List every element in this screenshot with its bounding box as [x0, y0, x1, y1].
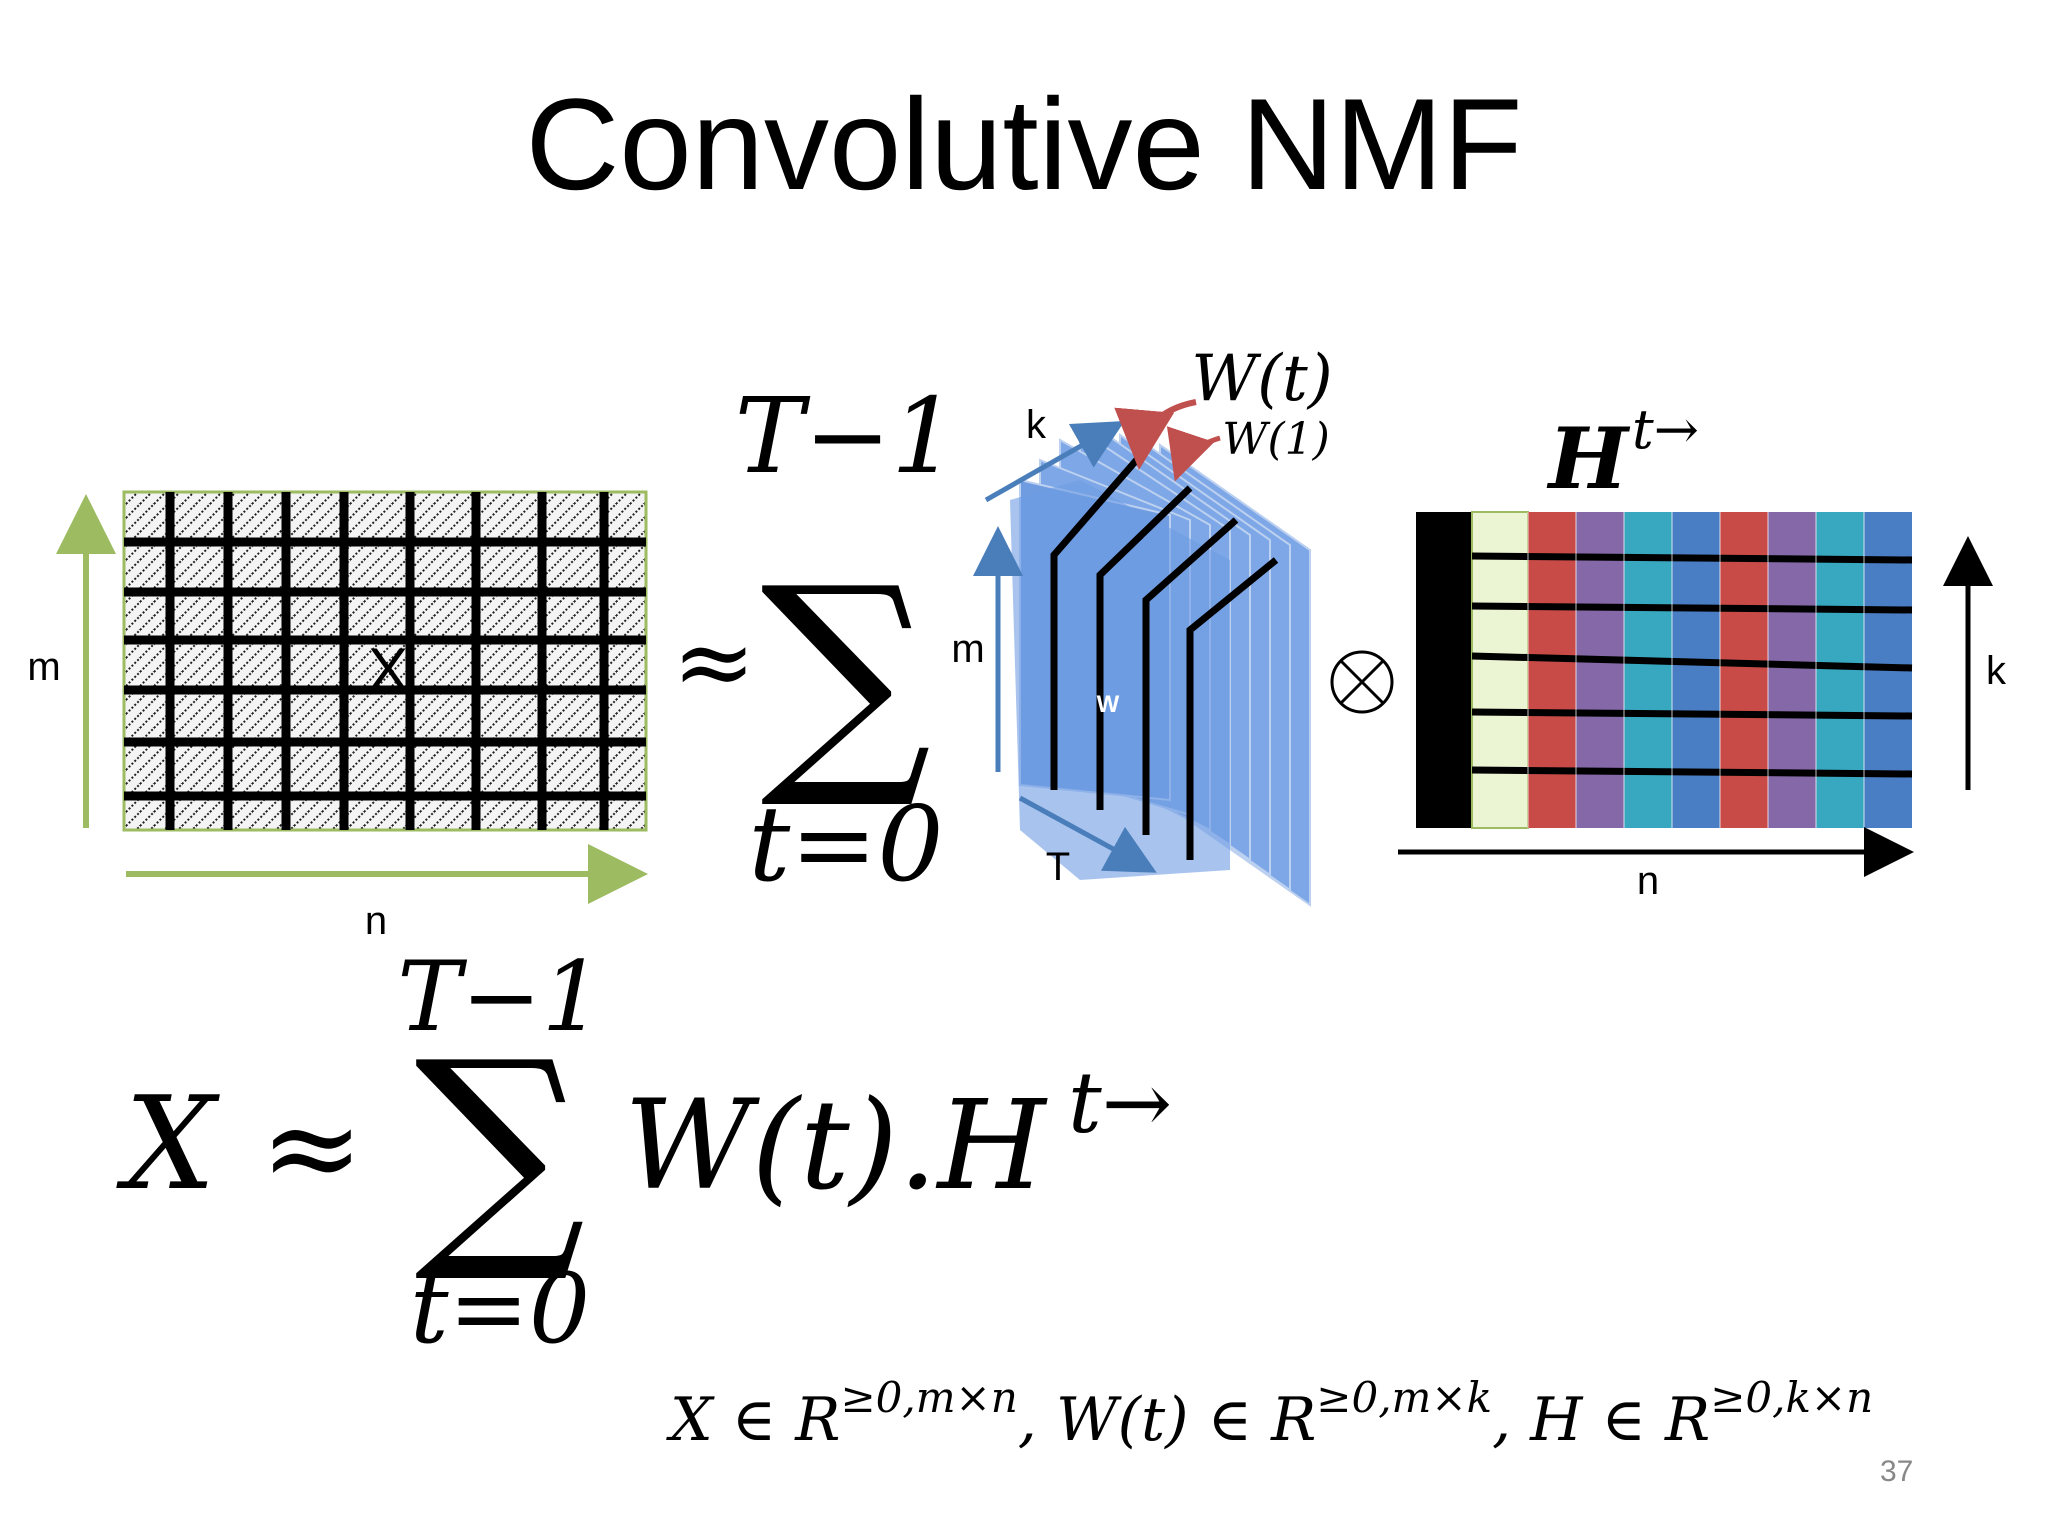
equation-term: W(t).H	[624, 1074, 1048, 1218]
constraint-h-sup: ≥0,k×n	[1710, 1373, 1873, 1422]
main-equation: X ≈ T−1 ∑ t=0 W(t).H t→	[115, 941, 1172, 1365]
equation-approx: ≈	[260, 1076, 364, 1220]
w-m-label: m	[951, 627, 984, 671]
constraint-w: , W(t) ∈ R	[1018, 1385, 1316, 1455]
h-matrix-label: H	[1547, 409, 1631, 508]
slide-number: 37	[1880, 1455, 1913, 1489]
constraint-w-sup: ≥0,m×k	[1316, 1373, 1492, 1422]
w-tensor-label: W	[1097, 691, 1120, 718]
w-t-callout: W(t)	[1191, 342, 1332, 416]
x-matrix-label: X	[368, 636, 408, 703]
w-tensor: W	[1010, 430, 1310, 905]
x-matrix: X	[124, 492, 646, 830]
h-matrix	[1416, 512, 1912, 828]
diagram-sum-symbol: ∑	[760, 535, 931, 815]
diagram-sum-lower: t=0	[748, 783, 943, 905]
diagram-approx-symbol: ≈	[672, 603, 756, 720]
constraints-line: X ∈ R≥0,m×n, W(t) ∈ R≥0,m×k, H ∈ R≥0,k×n	[666, 1373, 1873, 1455]
h-n-label: n	[1637, 859, 1659, 903]
equation-sum-symbol: ∑	[414, 1009, 585, 1289]
h-k-label: k	[1986, 649, 2007, 693]
w-k-label: k	[1026, 403, 1047, 447]
x-m-label: m	[27, 645, 60, 689]
h-matrix-superscript: t→	[1632, 398, 1699, 461]
equation-superscript: t→	[1068, 1054, 1172, 1152]
x-n-label: n	[365, 899, 387, 943]
w-1-callout: W(1)	[1222, 414, 1330, 465]
w-t-label: T	[1046, 845, 1070, 889]
equation-sum-lower: t=0	[410, 1253, 590, 1365]
equation-lhs: X	[115, 1070, 220, 1219]
constraint-x-sup: ≥0,m×n	[840, 1373, 1017, 1422]
diagram-sum-upper: T−1	[735, 375, 958, 497]
constraint-x: X ∈ R	[666, 1385, 840, 1455]
constraint-h: , H ∈ R	[1492, 1385, 1710, 1455]
